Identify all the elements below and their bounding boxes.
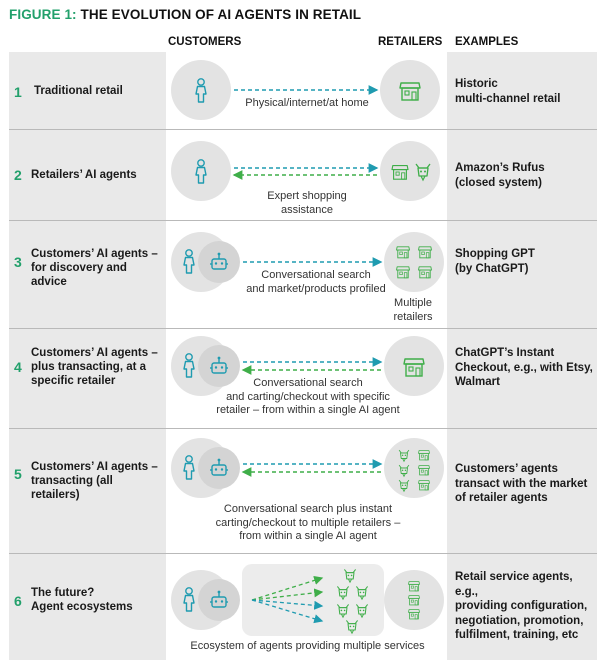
header-customers: CUSTOMERS bbox=[168, 36, 242, 48]
examples-panel bbox=[447, 52, 597, 660]
row-divider bbox=[9, 428, 597, 429]
row-divider bbox=[9, 220, 597, 221]
row-label: Customers’ AI agents – transacting (all … bbox=[31, 461, 158, 501]
row-caption: Conversational search and carting/checko… bbox=[216, 377, 400, 416]
row-number: 1 bbox=[14, 84, 22, 100]
row-caption: Conversational search plus instant carti… bbox=[215, 503, 401, 542]
row-caption: Conversational search and market/product… bbox=[246, 269, 386, 295]
row-divider bbox=[9, 328, 597, 329]
row-example: Historic multi-channel retail bbox=[455, 78, 561, 105]
row-example: Shopping GPT (by ChatGPT) bbox=[455, 248, 535, 275]
retailer-caption: Multiple retailers bbox=[393, 297, 433, 323]
header-examples: EXAMPLES bbox=[455, 36, 519, 48]
middle-diagram-panel bbox=[166, 52, 447, 660]
header-retailers: RETAILERS bbox=[378, 36, 443, 48]
row-label: Customers’ AI agents – for discovery and… bbox=[31, 248, 158, 288]
row-label: Traditional retail bbox=[34, 85, 123, 97]
row-label: Customers’ AI agents – plus transacting,… bbox=[31, 347, 158, 387]
row-caption: Expert shopping assistance bbox=[267, 190, 347, 216]
figure-title: FIGURE 1: THE EVOLUTION OF AI AGENTS IN … bbox=[9, 7, 361, 22]
figure-number: FIGURE 1: bbox=[9, 7, 77, 22]
row-label: Retailers’ AI agents bbox=[31, 169, 137, 181]
figure-title-text: THE EVOLUTION OF AI AGENTS IN RETAIL bbox=[80, 7, 362, 22]
row-label: The future? Agent ecosystems bbox=[31, 587, 133, 613]
row-number: 4 bbox=[14, 359, 22, 375]
row-number: 6 bbox=[14, 593, 22, 609]
row-example: Customers’ agents transact with the mark… bbox=[455, 463, 588, 504]
row-number: 3 bbox=[14, 254, 22, 270]
row-example: ChatGPT’s Instant Checkout, e.g., with E… bbox=[455, 347, 593, 388]
row-divider bbox=[9, 129, 597, 130]
row-number: 5 bbox=[14, 466, 22, 482]
row-example: Amazon’s Rufus (closed system) bbox=[455, 162, 545, 189]
row-caption: Ecosystem of agents providing multiple s… bbox=[190, 640, 425, 652]
row-divider bbox=[9, 553, 597, 554]
row-example: Retail service agents, e.g., providing c… bbox=[455, 571, 588, 641]
left-label-panel bbox=[9, 52, 166, 660]
row-number: 2 bbox=[14, 167, 22, 183]
row-caption: Physical/internet/at home bbox=[245, 97, 369, 109]
